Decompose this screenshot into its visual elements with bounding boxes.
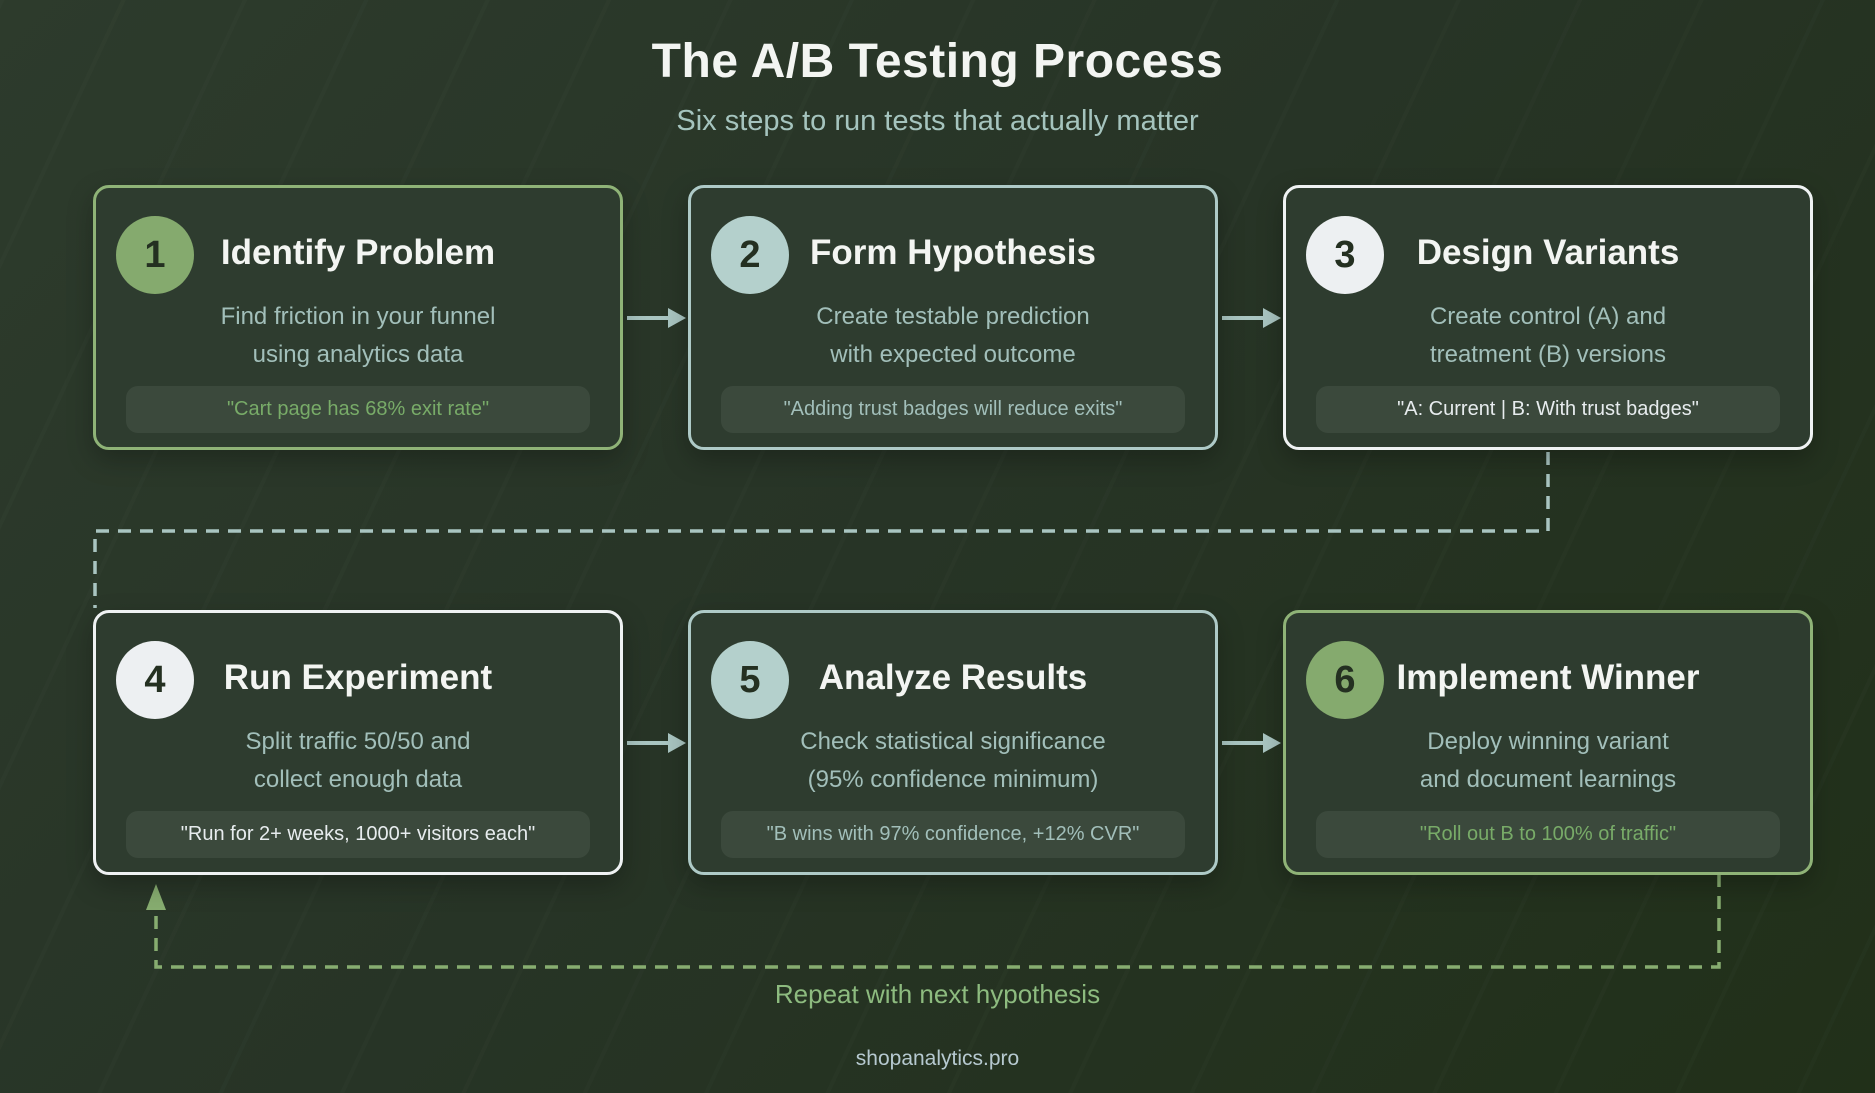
step-description-line: Check statistical significance <box>800 728 1106 755</box>
connector-step3-to-step4 <box>93 452 1550 608</box>
step-number-badge: 1 <box>116 216 194 294</box>
step-number-badge: 5 <box>711 641 789 719</box>
step-description-line: using analytics data <box>252 341 464 368</box>
step-number: 5 <box>739 658 761 701</box>
step-example-pill: "Roll out B to 100% of traffic" <box>1316 811 1780 858</box>
step-card-identify-problem: 1 Identify Problem Find friction in your… <box>93 185 623 450</box>
arrow-step1-to-step2-icon <box>627 308 686 328</box>
step-number: 3 <box>1334 233 1356 276</box>
step-example-pill: "Cart page has 68% exit rate" <box>126 386 590 433</box>
step-example-pill: "A: Current | B: With trust badges" <box>1316 386 1780 433</box>
step-description-line: collect enough data <box>253 766 463 793</box>
step-description: Deploy winning variant and document lear… <box>1286 723 1810 799</box>
step-number-badge: 4 <box>116 641 194 719</box>
footer-site-name: shopanalytics.pro <box>855 1047 1020 1070</box>
step-card-implement-winner: 6 Implement Winner Deploy winning varian… <box>1283 610 1813 875</box>
step-description-line: and document learnings <box>1419 766 1677 793</box>
step-title: Analyze Results <box>818 658 1088 697</box>
step-title: Implement Winner <box>1396 658 1700 697</box>
arrow-step5-to-step6-icon <box>1222 733 1281 753</box>
step-number-badge: 3 <box>1306 216 1384 294</box>
step-number: 2 <box>739 233 761 276</box>
step-title: Form Hypothesis <box>810 233 1096 272</box>
step-description: Create control (A) and treatment (B) ver… <box>1286 298 1810 374</box>
step-description-line: treatment (B) versions <box>1429 341 1667 368</box>
step-number-badge: 2 <box>711 216 789 294</box>
arrow-step2-to-step3-icon <box>1222 308 1281 328</box>
step-example-pill: "Run for 2+ weeks, 1000+ visitors each" <box>126 811 590 858</box>
step-description: Find friction in your funnel using analy… <box>96 298 620 374</box>
step-description-line: Deploy winning variant <box>1427 728 1669 755</box>
step-description-line: (95% confidence minimum) <box>807 766 1099 793</box>
step-title: Run Experiment <box>223 658 493 697</box>
step-card-analyze-results: 5 Analyze Results Check statistical sign… <box>688 610 1218 875</box>
step-description-line: Split traffic 50/50 and <box>245 728 471 755</box>
step-description-line: with expected outcome <box>830 341 1076 368</box>
step-example-pill: "B wins with 97% confidence, +12% CVR" <box>721 811 1185 858</box>
loop-arrowhead-icon <box>146 884 166 910</box>
page-subtitle: Six steps to run tests that actually mat… <box>676 105 1199 137</box>
step-card-form-hypothesis: 2 Form Hypothesis Create testable predic… <box>688 185 1218 450</box>
arrow-step4-to-step5-icon <box>627 733 686 753</box>
loop-connector-step6-to-step4 <box>154 874 1721 969</box>
step-description-line: Find friction in your funnel <box>220 303 496 330</box>
step-title: Design Variants <box>1416 233 1680 272</box>
step-number: 4 <box>144 658 166 701</box>
step-card-run-experiment: 4 Run Experiment Split traffic 50/50 and… <box>93 610 623 875</box>
step-number: 1 <box>144 233 166 276</box>
step-description-line: Create testable prediction <box>816 303 1090 330</box>
step-description: Check statistical significance (95% conf… <box>691 723 1215 799</box>
step-number: 6 <box>1334 658 1356 701</box>
loop-label: Repeat with next hypothesis <box>774 979 1101 1009</box>
page-title: The A/B Testing Process <box>651 35 1224 88</box>
step-example-pill: "Adding trust badges will reduce exits" <box>721 386 1185 433</box>
step-description: Create testable prediction with expected… <box>691 298 1215 374</box>
step-card-design-variants: 3 Design Variants Create control (A) and… <box>1283 185 1813 450</box>
step-title: Identify Problem <box>220 233 496 272</box>
step-description-line: Create control (A) and <box>1429 303 1667 330</box>
step-description: Split traffic 50/50 and collect enough d… <box>96 723 620 799</box>
step-number-badge: 6 <box>1306 641 1384 719</box>
